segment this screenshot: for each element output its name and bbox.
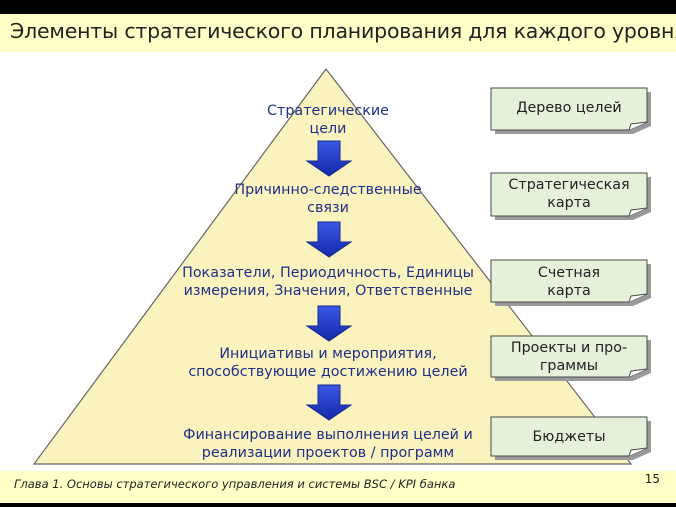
arrow-down-icon [305,221,353,258]
arrow-down-icon [305,384,353,421]
level-initiatives: Инициативы и мероприятия, способствующие… [188,346,468,380]
level-strategic-goals: Стратегические цели [267,103,389,137]
arrow-down-icon [305,305,353,342]
tag-goal-tree: Дерево целей [516,100,622,116]
level-indicators: Показатели, Периодичность, Единицы измер… [182,265,474,299]
top-bar [0,0,676,14]
slide-title: Элементы стратегического планирования дл… [10,19,676,43]
level-financing: Финансирование выполнения целей и реализ… [183,427,473,461]
note-box-goal-tree [490,87,651,134]
footer-band [0,471,676,503]
note-box-budgets [490,416,651,460]
title-band [0,14,676,52]
note-box-strategy-map [490,172,651,220]
tag-strategy-map: Стратегическая карта [508,177,630,211]
note-box-projects [490,335,651,381]
pyramid-shape [32,68,633,465]
tag-budgets: Бюджеты [532,429,606,445]
tag-scorecard: Счетная карта [537,265,601,299]
tag-projects: Проекты и про- граммы [510,340,628,374]
note-box-scorecard [490,259,651,306]
footer-caption: Глава 1. Основы стратегического управлен… [14,477,456,491]
arrow-down-icon [305,140,353,177]
page-number: 15 [644,472,660,486]
level-cause-effect: Причинно-следственные связи [234,182,422,216]
